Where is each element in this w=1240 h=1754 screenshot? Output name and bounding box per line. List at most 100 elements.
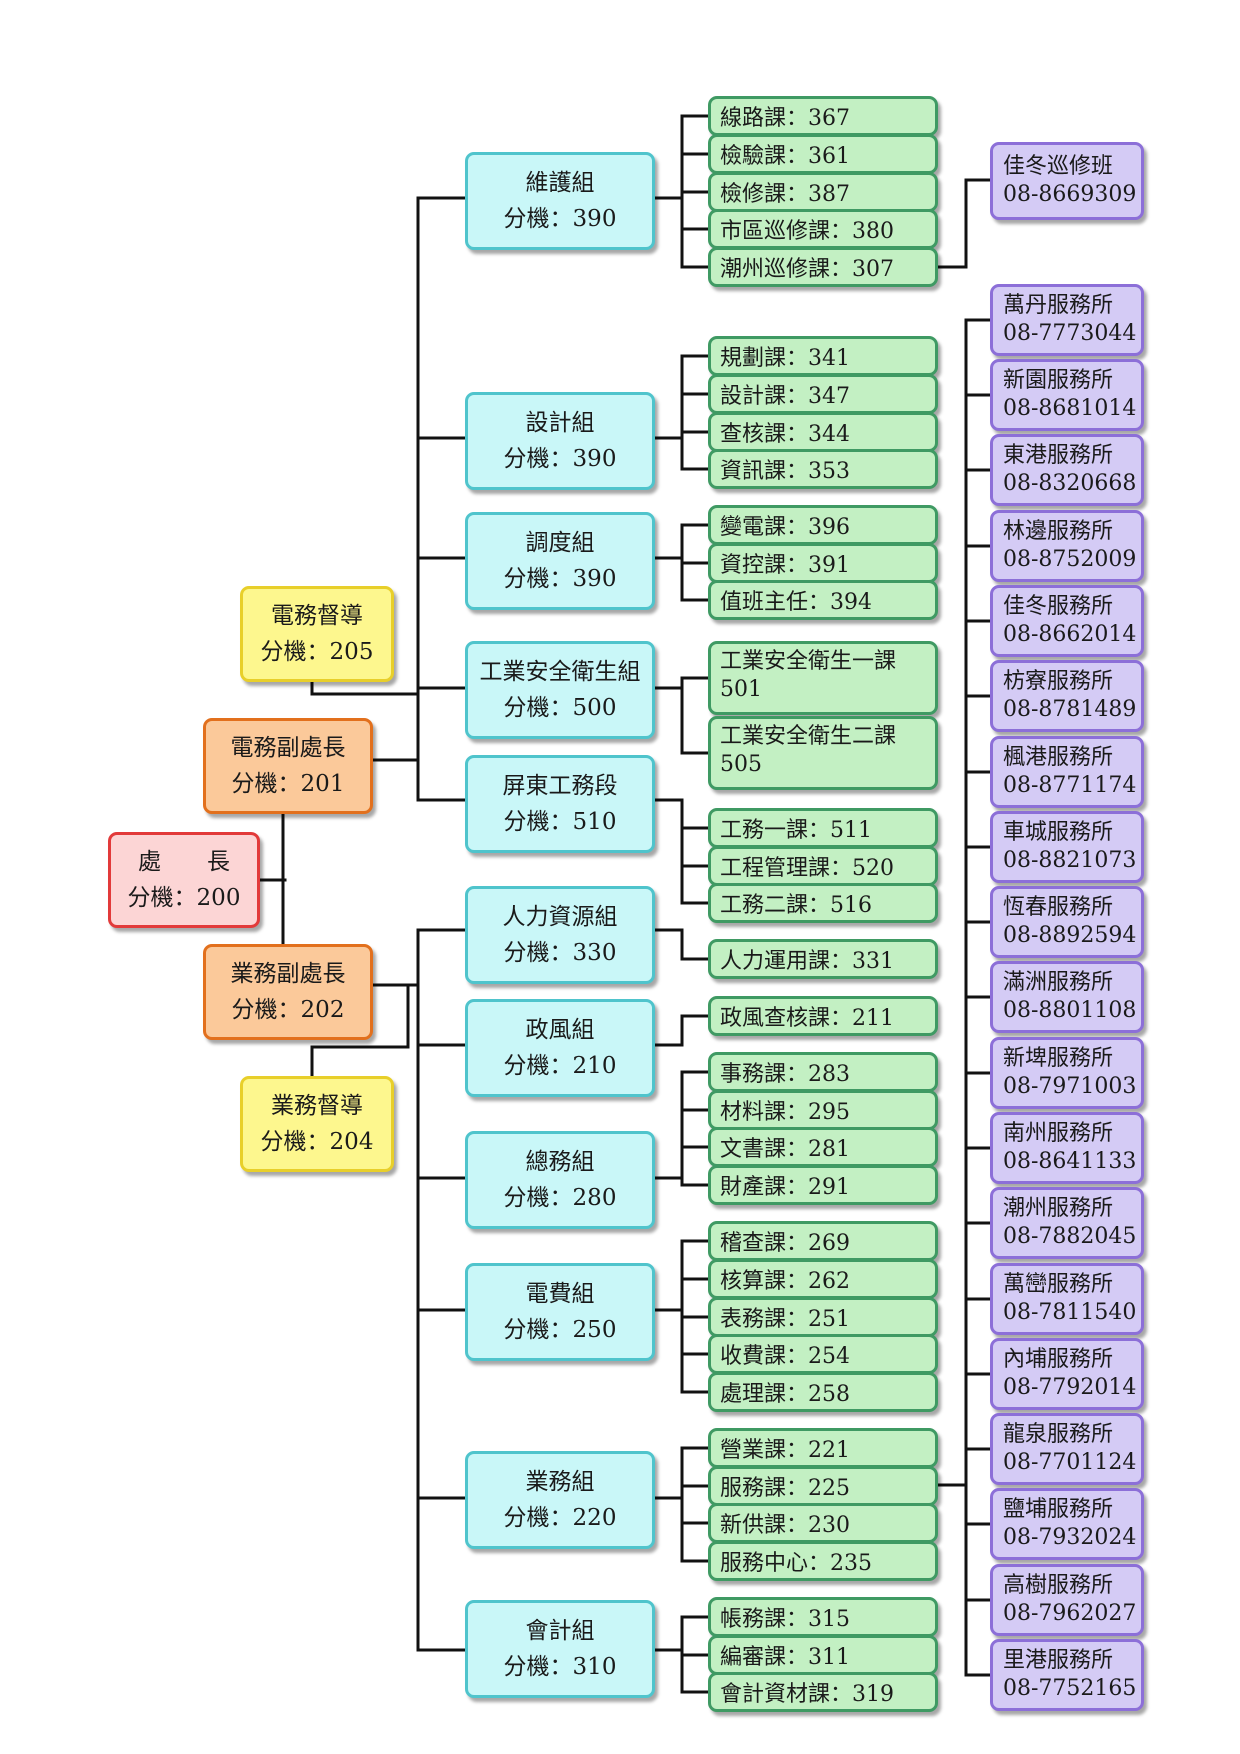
section-box[interactable]: 材料課：295 (708, 1090, 938, 1130)
section-box[interactable]: 財產課：291 (708, 1165, 938, 1205)
service-office-phone: 08-8892594 (1003, 923, 1137, 948)
group-accounting[interactable]: 會計組 分機：310 (465, 1600, 655, 1698)
supervisor-elec-box[interactable]: 電務督導 分機：205 (240, 586, 394, 682)
section-box[interactable]: 處理課：258 (708, 1372, 938, 1412)
group-industrial-safety[interactable]: 工業安全衛生組 分機：500 (465, 641, 655, 739)
group-name: 業務組 (525, 1469, 595, 1495)
section-box[interactable]: 線路課：367 (708, 96, 938, 136)
service-office-phone: 08-8821073 (1003, 848, 1137, 873)
service-office-name: 東港服務所 (1003, 443, 1114, 468)
section-label: 人力運用課：331 (720, 949, 894, 974)
group-maintenance[interactable]: 維護組 分機：390 (465, 152, 655, 250)
service-office-phone: 08-8681014 (1003, 396, 1137, 421)
section-box[interactable]: 文書課：281 (708, 1127, 938, 1167)
section-box[interactable]: 設計課：347 (708, 374, 938, 414)
deputy-biz-title: 業務副處長 (230, 961, 346, 987)
section-label: 服務課：225 (720, 1476, 850, 1501)
section-box[interactable]: 政風查核課：211 (708, 996, 938, 1036)
section-box[interactable]: 收費課：254 (708, 1334, 938, 1374)
group-ext: 分機：210 (503, 1053, 617, 1079)
deputy-biz-ext: 分機：202 (231, 997, 345, 1023)
service-office-phone: 08-7882045 (1003, 1224, 1137, 1249)
section-box[interactable]: 服務中心：235 (708, 1541, 938, 1581)
section-box[interactable]: 工業安全衛生二課 505 (708, 716, 938, 790)
group-general-affairs[interactable]: 總務組 分機：280 (465, 1131, 655, 1229)
section-box[interactable]: 帳務課：315 (708, 1597, 938, 1637)
section-box[interactable]: 事務課：283 (708, 1052, 938, 1092)
service-office-name: 里港服務所 (1003, 1648, 1114, 1673)
section-box[interactable]: 市區巡修課：380 (708, 209, 938, 249)
service-office-name: 車城服務所 (1003, 820, 1114, 845)
supervisor-biz-box[interactable]: 業務督導 分機：204 (240, 1076, 394, 1172)
section-box[interactable]: 會計資材課：319 (708, 1672, 938, 1712)
service-office-name: 萬巒服務所 (1003, 1272, 1114, 1297)
service-office-box[interactable]: 車城服務所 08-8821073 (990, 811, 1144, 883)
group-pingtung-works[interactable]: 屏東工務段 分機：510 (465, 755, 655, 853)
section-box[interactable]: 新供課：230 (708, 1503, 938, 1543)
section-box[interactable]: 資訊課：353 (708, 449, 938, 489)
section-box[interactable]: 核算課：262 (708, 1259, 938, 1299)
service-office-box[interactable]: 新園服務所 08-8681014 (990, 359, 1144, 431)
section-box[interactable]: 工務二課：516 (708, 883, 938, 923)
group-design[interactable]: 設計組 分機：390 (465, 392, 655, 490)
service-office-phone: 08-7932024 (1003, 1525, 1137, 1550)
group-dispatch[interactable]: 調度組 分機：390 (465, 512, 655, 610)
group-ext: 分機：330 (503, 940, 617, 966)
section-box[interactable]: 檢驗課：361 (708, 134, 938, 174)
service-office-name: 新園服務所 (1003, 368, 1114, 393)
deputy-elec-box[interactable]: 電務副處長 分機：201 (203, 718, 373, 814)
group-human-resources[interactable]: 人力資源組 分機：330 (465, 886, 655, 984)
director-title: 處 長 (138, 849, 230, 875)
group-ethics[interactable]: 政風組 分機：210 (465, 999, 655, 1097)
patrol-team-box[interactable]: 佳冬巡修班 08-8669309 (990, 142, 1144, 220)
group-billing[interactable]: 電費組 分機：250 (465, 1263, 655, 1361)
section-box[interactable]: 工務一課：511 (708, 808, 938, 848)
section-box[interactable]: 編審課：311 (708, 1635, 938, 1675)
section-box[interactable]: 服務課：225 (708, 1466, 938, 1506)
deputy-biz-box[interactable]: 業務副處長 分機：202 (203, 944, 373, 1040)
section-box[interactable]: 人力運用課：331 (708, 939, 938, 979)
section-box[interactable]: 規劃課：341 (708, 336, 938, 376)
section-box[interactable]: 變電課：396 (708, 505, 938, 545)
section-box[interactable]: 潮州巡修課：307 (708, 247, 938, 287)
section-box[interactable]: 工程管理課：520 (708, 846, 938, 886)
group-ext: 分機：390 (503, 566, 617, 592)
section-label: 文書課：281 (720, 1137, 850, 1162)
section-box[interactable]: 營業課：221 (708, 1428, 938, 1468)
service-office-name: 龍泉服務所 (1003, 1422, 1114, 1447)
service-office-phone: 08-8801108 (1003, 998, 1137, 1023)
service-office-name: 內埔服務所 (1003, 1347, 1114, 1372)
section-box[interactable]: 表務課：251 (708, 1297, 938, 1337)
section-box[interactable]: 工業安全衛生一課 501 (708, 641, 938, 715)
group-name: 設計組 (525, 410, 595, 436)
section-label: 資訊課：353 (720, 459, 850, 484)
section-box[interactable]: 資控課：391 (708, 543, 938, 583)
section-label: 稽查課：269 (720, 1231, 850, 1256)
group-business[interactable]: 業務組 分機：220 (465, 1451, 655, 1549)
section-box[interactable]: 值班主任：394 (708, 580, 938, 620)
section-box[interactable]: 稽查課：269 (708, 1221, 938, 1261)
patrol-team-phone: 08-8669309 (1003, 182, 1137, 207)
section-box[interactable]: 查核課：344 (708, 412, 938, 452)
group-name: 工業安全衛生組 (479, 659, 641, 685)
director-box[interactable]: 處 長 分機：200 (108, 832, 260, 928)
section-box[interactable]: 檢修課：387 (708, 172, 938, 212)
section-label: 編審課：311 (720, 1645, 850, 1670)
